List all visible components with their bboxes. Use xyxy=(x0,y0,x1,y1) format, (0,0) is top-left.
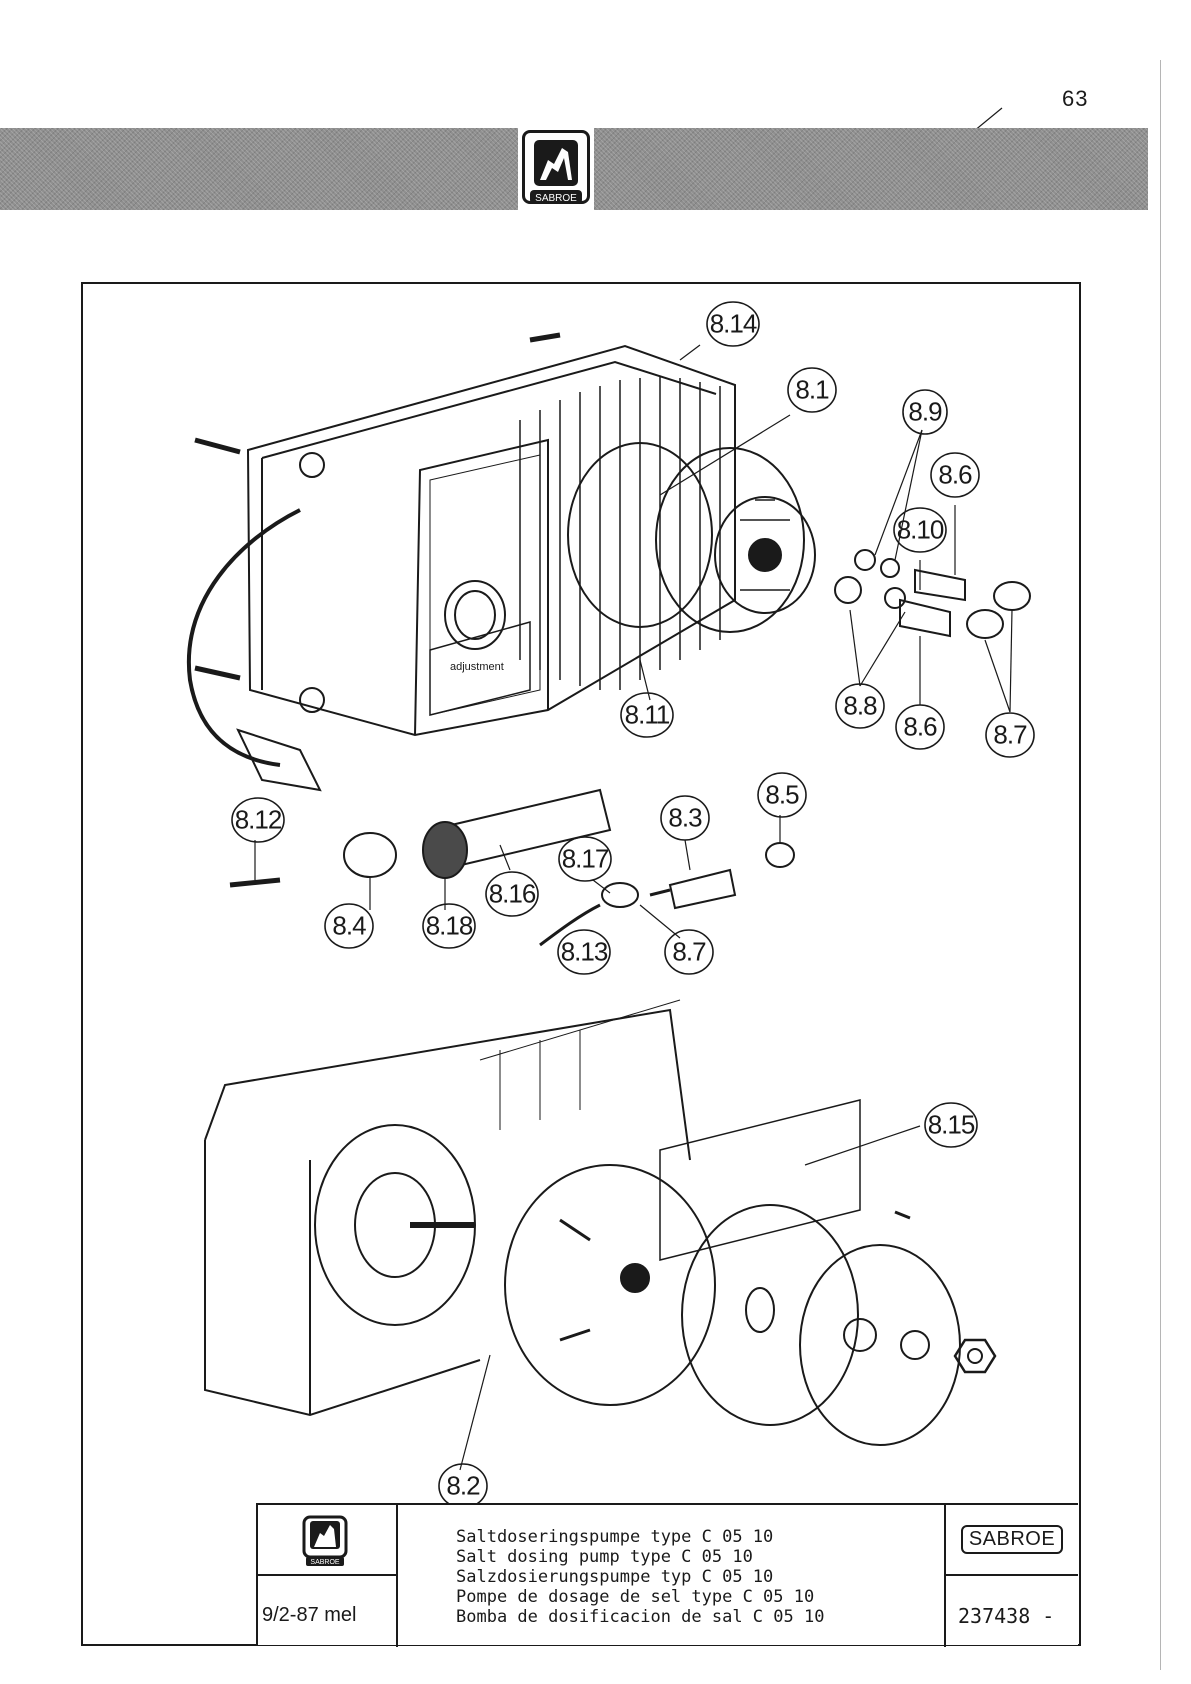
callout-8-5: 8.5 xyxy=(765,779,799,810)
drawing-frame xyxy=(81,282,1081,1646)
callout-8-7-bottom: 8.7 xyxy=(672,936,706,967)
callout-8-6-bottom: 8.6 xyxy=(903,711,937,742)
title-block-brand: SABROE xyxy=(960,1525,1064,1554)
callout-8-17: 8.17 xyxy=(561,843,610,874)
valve-fittings xyxy=(834,549,1031,639)
callout-circles xyxy=(231,301,1035,1509)
callout-8-6-top: 8.6 xyxy=(938,459,972,490)
callout-8-9: 8.9 xyxy=(908,396,942,427)
header-logo-text: SABROE xyxy=(535,193,577,204)
title-block-description: Saltdoseringspumpe type C 05 10 Salt dos… xyxy=(398,1505,946,1647)
title-block-drawing-number: 237438 - xyxy=(958,1603,1055,1628)
callout-8-18: 8.18 xyxy=(425,910,474,941)
power-cable xyxy=(186,508,322,792)
heat-sink-fins xyxy=(519,376,721,690)
callout-8-11: 8.11 xyxy=(624,699,671,730)
sabroe-logo-icon: SABROE xyxy=(302,1515,348,1566)
page-number: 63 xyxy=(1062,86,1089,111)
callout-8-12: 8.12 xyxy=(234,804,283,835)
title-block-brand-cell: SABROE xyxy=(946,1505,1078,1576)
callout-8-14: 8.14 xyxy=(709,308,758,339)
upper-housing xyxy=(194,332,736,737)
callout-8-16: 8.16 xyxy=(488,878,537,909)
title-block-logo-cell: SABROE xyxy=(258,1505,398,1576)
callout-8-10: 8.10 xyxy=(896,514,945,545)
callout-8-15: 8.15 xyxy=(927,1109,976,1140)
description-line-english: Salt dosing pump type C 05 10 xyxy=(456,1547,753,1567)
pump-head xyxy=(567,442,816,633)
header-sabroe-logo: SABROE xyxy=(518,126,594,212)
adjustment-label: adjustment xyxy=(450,661,504,673)
callout-8-8: 8.8 xyxy=(843,690,877,721)
lower-diaphragm-parts xyxy=(504,1099,997,1446)
leader-lines xyxy=(254,344,1013,1471)
description-line-german: Salzdosierungspumpe typ C 05 10 xyxy=(456,1567,774,1587)
sabroe-bear-icon: SABROE xyxy=(530,140,582,204)
callout-8-1: 8.1 xyxy=(795,374,829,405)
adjustment-knob: adjustment xyxy=(429,580,531,716)
title-block-date: 9/2-87 mel xyxy=(258,1576,398,1647)
page-edge-rule xyxy=(1160,60,1161,1670)
title-block-logo-text: SABROE xyxy=(310,1559,340,1566)
description-line-danish: Saltdoseringspumpe type C 05 10 xyxy=(456,1527,774,1547)
callout-8-2: 8.2 xyxy=(446,1470,480,1501)
description-line-spanish: Bomba de dosificacion de sal C 05 10 xyxy=(456,1607,825,1627)
callout-8-4: 8.4 xyxy=(332,910,366,941)
title-block: SABROE 9/2-87 mel Saltdoseringspumpe typ… xyxy=(256,1503,1078,1647)
description-line-french: Pompe de dosage de sel type C 05 10 xyxy=(456,1587,815,1607)
callout-8-13: 8.13 xyxy=(560,936,609,967)
callout-8-7-top: 8.7 xyxy=(993,719,1027,750)
callout-8-3: 8.3 xyxy=(668,802,702,833)
loose-parts xyxy=(229,788,795,947)
lower-housing xyxy=(204,999,691,1417)
